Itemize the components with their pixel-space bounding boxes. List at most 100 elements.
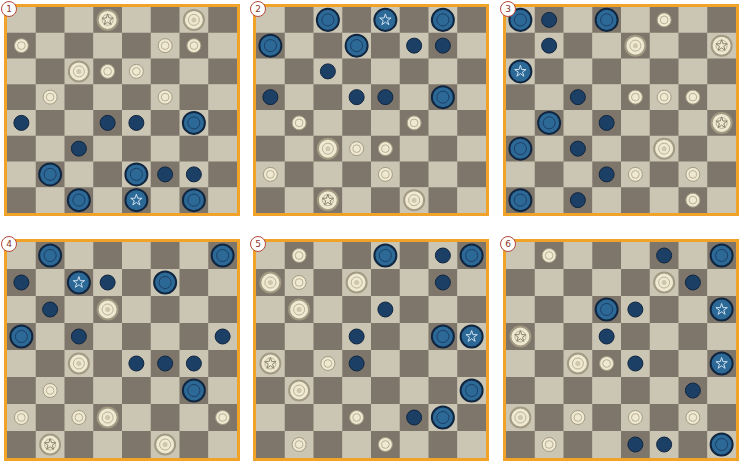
board-square (122, 84, 151, 110)
board-square (707, 377, 736, 405)
dark-piece (39, 245, 61, 267)
light-piece (407, 116, 421, 130)
board-square (371, 7, 400, 33)
board-square (679, 377, 708, 405)
board-square (151, 187, 180, 213)
board-square (621, 350, 650, 378)
board-square (506, 84, 535, 110)
piece-body (711, 299, 733, 321)
piece-body (184, 10, 204, 30)
piece-body (686, 90, 700, 104)
board-square (564, 84, 593, 110)
board-square (621, 377, 650, 405)
king-star (73, 277, 84, 288)
dark-piece (509, 138, 531, 160)
board-frame (255, 241, 488, 460)
board-square (342, 431, 371, 459)
piece-ring (102, 304, 113, 315)
checkers-board (505, 6, 738, 215)
board-square (122, 7, 151, 33)
dark-piece (14, 115, 29, 130)
piece-dot (412, 198, 417, 203)
piece-body (432, 407, 454, 429)
piece-ring (466, 384, 478, 396)
board-square (506, 187, 535, 213)
board-square (208, 84, 237, 110)
piece-body (39, 163, 61, 185)
board-square (285, 59, 314, 85)
board-square (621, 84, 650, 110)
board-square (93, 136, 122, 162)
board-square (457, 296, 486, 324)
piece-body (71, 141, 86, 156)
dark-piece (346, 35, 368, 57)
dark-piece (599, 329, 614, 344)
board-square (650, 7, 679, 33)
piece-body (39, 245, 61, 267)
dark-piece (628, 302, 643, 317)
dark-piece (263, 90, 278, 105)
piece-ring (689, 93, 697, 101)
board-square (93, 110, 122, 136)
king-star (265, 358, 276, 369)
board-square (506, 431, 535, 459)
king-star (102, 14, 113, 25)
piece-body (654, 273, 674, 293)
board-square (592, 296, 621, 324)
piece-body (186, 356, 201, 371)
light-piece (43, 90, 57, 104)
piece-dot (662, 146, 667, 151)
board-square (342, 59, 371, 85)
piece-body (509, 189, 531, 211)
light-piece (158, 39, 172, 53)
board-square (151, 136, 180, 162)
board-square (65, 377, 94, 405)
board-square (151, 377, 180, 405)
light-piece (292, 276, 306, 290)
board-square (564, 136, 593, 162)
board-square (151, 59, 180, 85)
board-square (65, 33, 94, 59)
board-square (180, 377, 209, 405)
piece-body (183, 380, 205, 402)
board-square (564, 377, 593, 405)
light-piece (686, 411, 700, 425)
piece-ring (716, 438, 728, 450)
board-square (7, 110, 36, 136)
piece-body (599, 115, 614, 130)
piece-dot (76, 69, 81, 74)
board-square (371, 187, 400, 213)
board-square (621, 59, 650, 85)
board-square (679, 350, 708, 378)
piece-body (100, 275, 115, 290)
board-square (621, 242, 650, 270)
board-square (93, 242, 122, 270)
board-square (564, 269, 593, 297)
light-piece (187, 39, 201, 53)
board-square (429, 377, 458, 405)
board-square (180, 59, 209, 85)
board-square (621, 431, 650, 459)
light-piece (600, 357, 614, 371)
board-square (93, 7, 122, 33)
board-square (679, 84, 708, 110)
board-square (208, 323, 237, 351)
board-square (429, 350, 458, 378)
board-square (592, 33, 621, 59)
piece-body (628, 90, 642, 104)
board-square (65, 404, 94, 432)
king-star (515, 65, 526, 76)
board-square (592, 377, 621, 405)
board-square (621, 296, 650, 324)
piece-body (10, 326, 32, 348)
board-square (535, 296, 564, 324)
board-square (707, 269, 736, 297)
board-square (256, 187, 285, 213)
dark-piece (599, 167, 614, 182)
board-number-text: 6 (505, 240, 511, 249)
board-square (707, 136, 736, 162)
board-square (93, 377, 122, 405)
board-square (429, 110, 458, 136)
board-square (506, 162, 535, 188)
